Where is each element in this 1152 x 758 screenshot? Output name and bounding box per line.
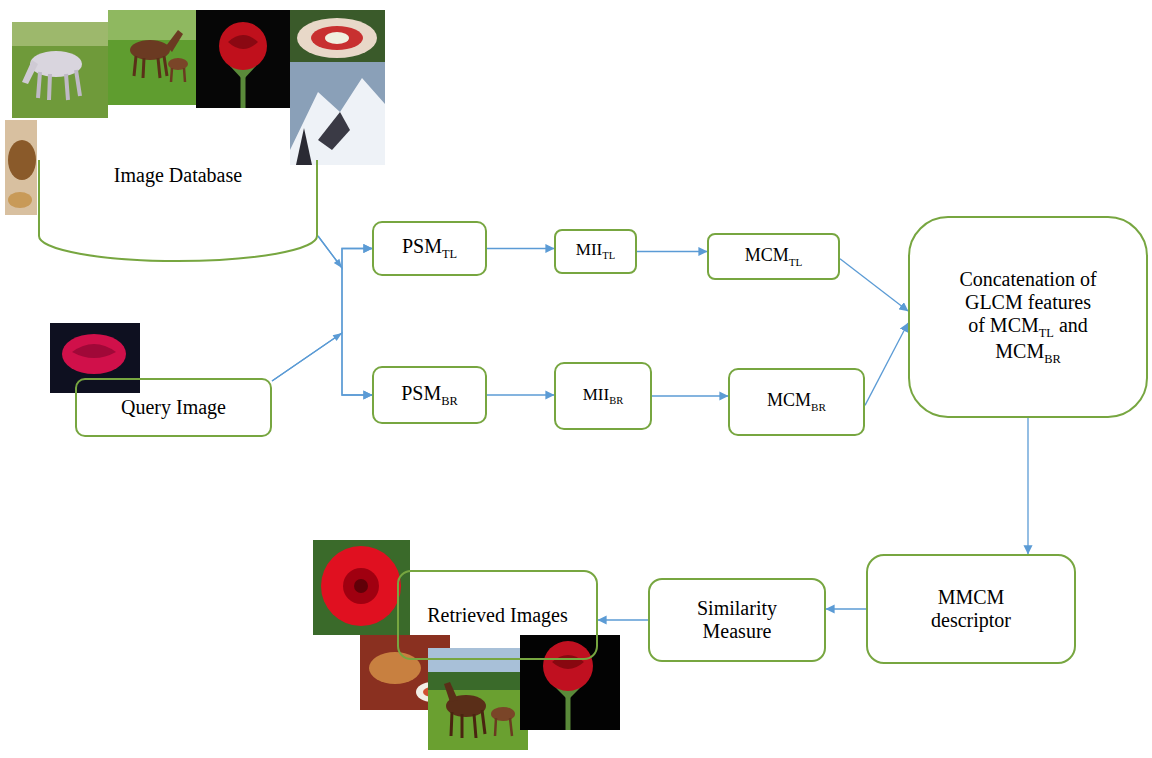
process-box: MCMTL [707,233,840,280]
trees [428,672,528,690]
process-box: MIIBR [554,362,652,430]
grass [428,648,528,750]
dark-ground [196,10,290,108]
connectors [272,236,1028,620]
petals [219,22,267,70]
climber [296,128,312,165]
flow-arrow [652,395,728,396]
petal-fold [72,344,116,358]
teapot [8,140,36,180]
process-box: Concatenation of GLCM features of MCMTL … [908,216,1148,418]
petals [321,546,401,626]
output-box: Retrieved Images [397,570,598,660]
horse-neck [166,30,183,52]
cup [8,192,32,208]
horse-legs [134,56,167,78]
flow-arrow [272,333,372,395]
flow-arrow [318,236,372,268]
flow-arrow [272,249,372,381]
horse-legs [451,710,485,738]
node-label: Retrieved Images [427,604,568,627]
node-label: Concatenation of GLCM features of MCMTL … [958,268,1098,367]
retrieved-rose-photo [520,635,620,730]
process-box: PSMTL [372,221,487,276]
field [12,22,108,46]
petal-fold [228,35,258,49]
process-box: MCMBR [728,368,865,436]
flow-arrow [637,251,707,252]
foal-legs [495,718,512,736]
food-centre [325,32,349,44]
foal-body [491,707,515,721]
petals [62,334,126,374]
plate [297,18,377,58]
flow-arrow [598,619,648,620]
rocks [318,112,350,150]
node-label: MCMTL [745,245,803,268]
flow-arrow [865,323,908,405]
rose-centre [343,568,379,604]
process-box: PSMBR [372,366,487,424]
retrieved-horses-photo [428,648,528,750]
process-box: MMCM descriptor [866,554,1076,664]
teapot-photo [5,120,37,215]
node-label: Similarity Measure [682,597,792,643]
foal-legs [171,68,185,82]
flow-arrow [487,248,554,249]
horses-photo [108,10,196,105]
grass [108,10,196,105]
node-label: PSMTL [402,235,457,261]
table [290,10,385,65]
flow-arrow [487,394,554,395]
food [311,26,363,50]
roast [369,652,421,684]
sky [290,62,385,165]
node-label: MIITL [576,240,615,263]
process-box: MIITL [554,229,637,274]
horse-photo [12,22,108,118]
node-label: PSMBR [401,382,458,408]
input-box: Query Image [75,378,272,437]
petals [543,641,593,691]
database-cylinder: Image Database [38,160,318,262]
grass [12,22,108,118]
horse-neck [22,60,38,84]
node-label: MCMBR [767,390,826,413]
cylinder-shape [39,160,317,261]
flow-arrow [1027,418,1028,554]
dark-ground [50,323,140,393]
snow [290,78,385,165]
rose-photo [196,10,290,108]
retrieved-rose-photo [313,540,410,635]
process-box: Similarity Measure [648,578,826,662]
ground [5,120,37,215]
node-label: MIIBR [583,385,624,408]
platter-photo [290,10,385,65]
horse-neck [444,682,458,702]
flow-arrow [318,236,372,395]
rose-heart [354,579,368,593]
mountain-photo [290,62,385,165]
node-label: MMCM descriptor [916,586,1026,632]
field [108,10,196,40]
horse-legs [38,70,80,100]
flow-arrow [826,608,866,609]
dark-ground [520,635,620,730]
flow-arrow [840,259,908,311]
node-label: Image Database [114,164,242,187]
node-label: Query Image [121,396,226,419]
query-photo [50,323,140,393]
petal-fold [552,655,584,669]
leaves [313,540,410,635]
